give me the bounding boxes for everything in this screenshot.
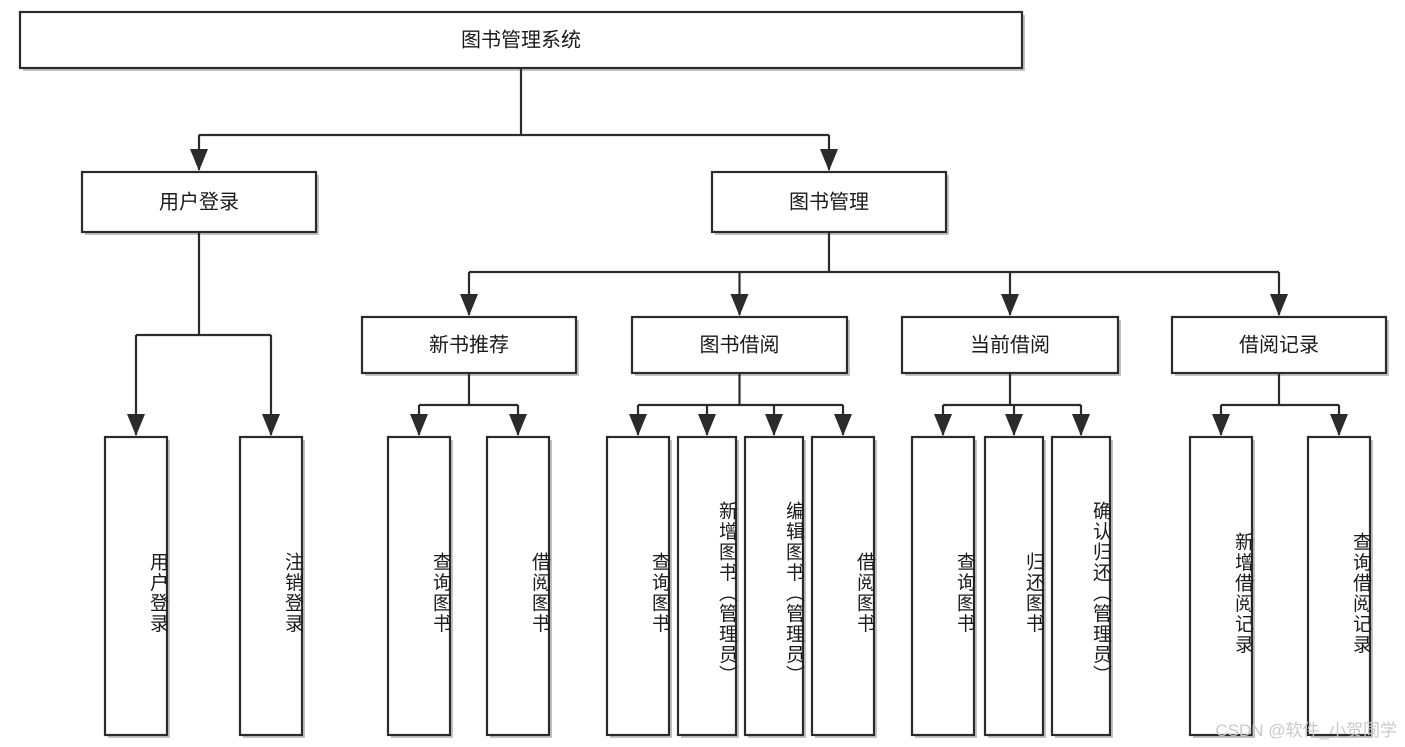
box-layer (18, 10, 1388, 737)
node-box-book-manage[interactable] (710, 170, 948, 234)
arrow-book-borrow-to-leaf-borrow-book-borrow (834, 414, 852, 436)
arrow-user-login-to-leaf-user-logout (262, 414, 280, 436)
node-box-leaf-query-book-borrow[interactable] (605, 435, 671, 737)
arrow-new-book-rec-to-leaf-query-book-rec (410, 414, 428, 436)
node-box-borrow-record[interactable] (1170, 315, 1388, 375)
node-label-user-login: 用户登录 (159, 190, 239, 213)
node-label-book-manage: 图书管理 (789, 190, 869, 213)
arrow-book-borrow-to-leaf-edit-book-admin (765, 414, 783, 436)
node-box-leaf-edit-book-admin[interactable] (743, 435, 805, 737)
arrow-borrow-record-to-leaf-query-borrow-record (1330, 414, 1348, 436)
node-box-leaf-borrow-book-rec[interactable] (485, 435, 551, 737)
arrow-book-borrow-to-leaf-add-book-admin (698, 414, 716, 436)
node-label-new-book-rec: 新书推荐 (429, 333, 509, 356)
node-box-leaf-confirm-return-admin[interactable] (1050, 435, 1112, 737)
node-box-leaf-borrow-book-borrow[interactable] (810, 435, 876, 737)
node-box-leaf-query-borrow-record[interactable] (1306, 435, 1372, 737)
arrow-user-login-to-leaf-user-login (127, 414, 145, 436)
node-label-current-borrow: 当前借阅 (970, 333, 1050, 356)
node-box-root[interactable] (18, 10, 1024, 70)
arrow-current-borrow-to-leaf-confirm-return-admin (1072, 414, 1090, 436)
arrow-book-manage-to-borrow-record (1270, 294, 1288, 316)
arrow-root-to-user-login (190, 149, 208, 171)
node-box-leaf-user-login[interactable] (103, 435, 169, 737)
node-box-current-borrow[interactable] (900, 315, 1120, 375)
csdn-watermark: CSDN @软件_小贺同学 (1215, 721, 1397, 740)
node-box-user-login[interactable] (80, 170, 318, 234)
connector-layer (127, 68, 1348, 436)
node-box-new-book-rec[interactable] (360, 315, 578, 375)
arrow-root-to-book-manage (820, 149, 838, 171)
node-label-book-borrow: 图书借阅 (700, 333, 780, 356)
arrow-book-manage-to-new-book-rec (460, 294, 478, 316)
node-box-leaf-add-book-admin[interactable] (676, 435, 738, 737)
arrow-borrow-record-to-leaf-add-borrow-record (1212, 414, 1230, 436)
node-label-root: 图书管理系统 (461, 28, 581, 51)
arrow-current-borrow-to-leaf-query-book-current (934, 414, 952, 436)
node-box-leaf-add-borrow-record[interactable] (1188, 435, 1254, 737)
arrow-book-manage-to-current-borrow (1001, 294, 1019, 316)
node-box-leaf-return-book[interactable] (983, 435, 1045, 737)
arrow-current-borrow-to-leaf-return-book (1005, 414, 1023, 436)
node-box-leaf-query-book-current[interactable] (910, 435, 976, 737)
arrow-book-borrow-to-leaf-query-book-borrow (629, 414, 647, 436)
node-box-leaf-query-book-rec[interactable] (386, 435, 452, 737)
node-label-borrow-record: 借阅记录 (1239, 333, 1319, 356)
arrow-book-manage-to-book-borrow (730, 294, 749, 316)
arrow-new-book-rec-to-leaf-borrow-book-rec (509, 414, 527, 436)
node-box-leaf-user-logout[interactable] (238, 435, 304, 737)
node-box-book-borrow[interactable] (630, 315, 849, 375)
